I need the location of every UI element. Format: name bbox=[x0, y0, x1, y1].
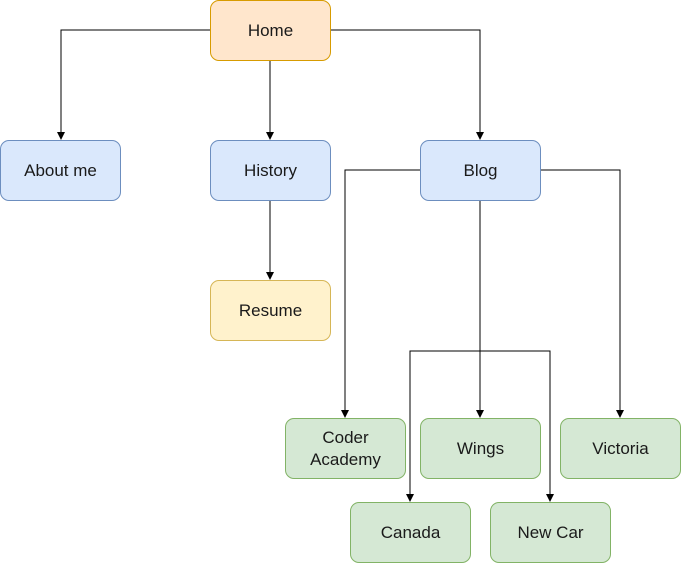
node-resume-label: Resume bbox=[238, 300, 303, 320]
node-wings[interactable]: Wings bbox=[420, 418, 541, 479]
node-home-label: Home bbox=[247, 20, 294, 40]
edge-home-blog bbox=[330, 29, 484, 140]
edge-blog-new-car bbox=[480, 350, 554, 502]
node-coder-academy[interactable]: Coder Academy bbox=[285, 418, 406, 479]
node-history[interactable]: History bbox=[210, 140, 331, 201]
node-canada[interactable]: Canada bbox=[350, 502, 471, 563]
edge-blog-coder-academy bbox=[341, 169, 420, 418]
node-canada-label: Canada bbox=[380, 522, 441, 542]
node-about-me[interactable]: About me bbox=[0, 140, 121, 201]
node-victoria[interactable]: Victoria bbox=[560, 418, 681, 479]
node-blog[interactable]: Blog bbox=[420, 140, 541, 201]
node-new-car[interactable]: New Car bbox=[490, 502, 611, 563]
node-wings-label: Wings bbox=[456, 438, 505, 458]
node-blog-label: Blog bbox=[463, 160, 498, 180]
edge-blog-canada bbox=[406, 350, 480, 502]
node-home[interactable]: Home bbox=[210, 0, 331, 61]
node-history-label: History bbox=[244, 160, 297, 180]
edge-home-about bbox=[57, 29, 210, 140]
node-new-car-label: New Car bbox=[517, 522, 584, 542]
node-resume[interactable]: Resume bbox=[210, 280, 331, 341]
node-coder-academy-label: Coder Academy bbox=[310, 427, 381, 469]
node-victoria-label: Victoria bbox=[592, 438, 649, 458]
edge-blog-victoria bbox=[540, 169, 624, 418]
node-about-me-label: About me bbox=[24, 160, 97, 180]
